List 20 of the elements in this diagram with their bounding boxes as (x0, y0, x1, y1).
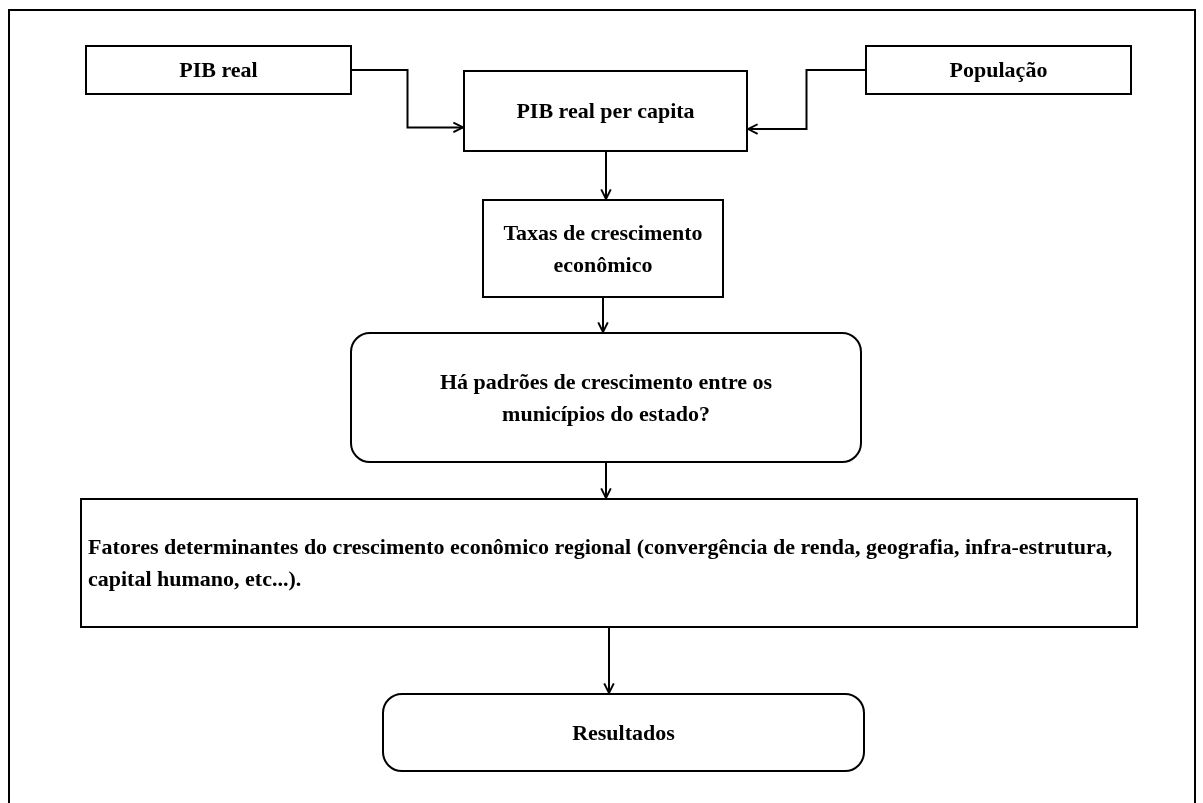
arrow (600, 151, 612, 200)
process-box (865, 45, 1132, 95)
box-label: PIB real (179, 56, 258, 85)
rounded-box (382, 693, 865, 772)
process-box (80, 498, 1138, 628)
rounded-box (350, 332, 862, 463)
process-box (482, 199, 724, 298)
box-label: População (949, 56, 1048, 85)
arrow (747, 69, 866, 135)
arrow (351, 69, 464, 134)
box-label: PIB real per capita (516, 97, 695, 126)
process-box (463, 70, 748, 152)
process-box (85, 45, 352, 95)
arrow (600, 462, 612, 499)
arrow (603, 627, 615, 694)
box-label: Fatores determinantes do crescimento econômico regional (convergência de renda, geografia, infra-estrutura, capital humano, etc...). (88, 533, 1114, 593)
box-label: Resultados (572, 718, 675, 747)
box-label: Há padrões de crescimento entre os municípios do estado? (438, 367, 774, 428)
box-label: Taxas de crescimento econômico (502, 218, 704, 279)
arrow (597, 297, 609, 333)
